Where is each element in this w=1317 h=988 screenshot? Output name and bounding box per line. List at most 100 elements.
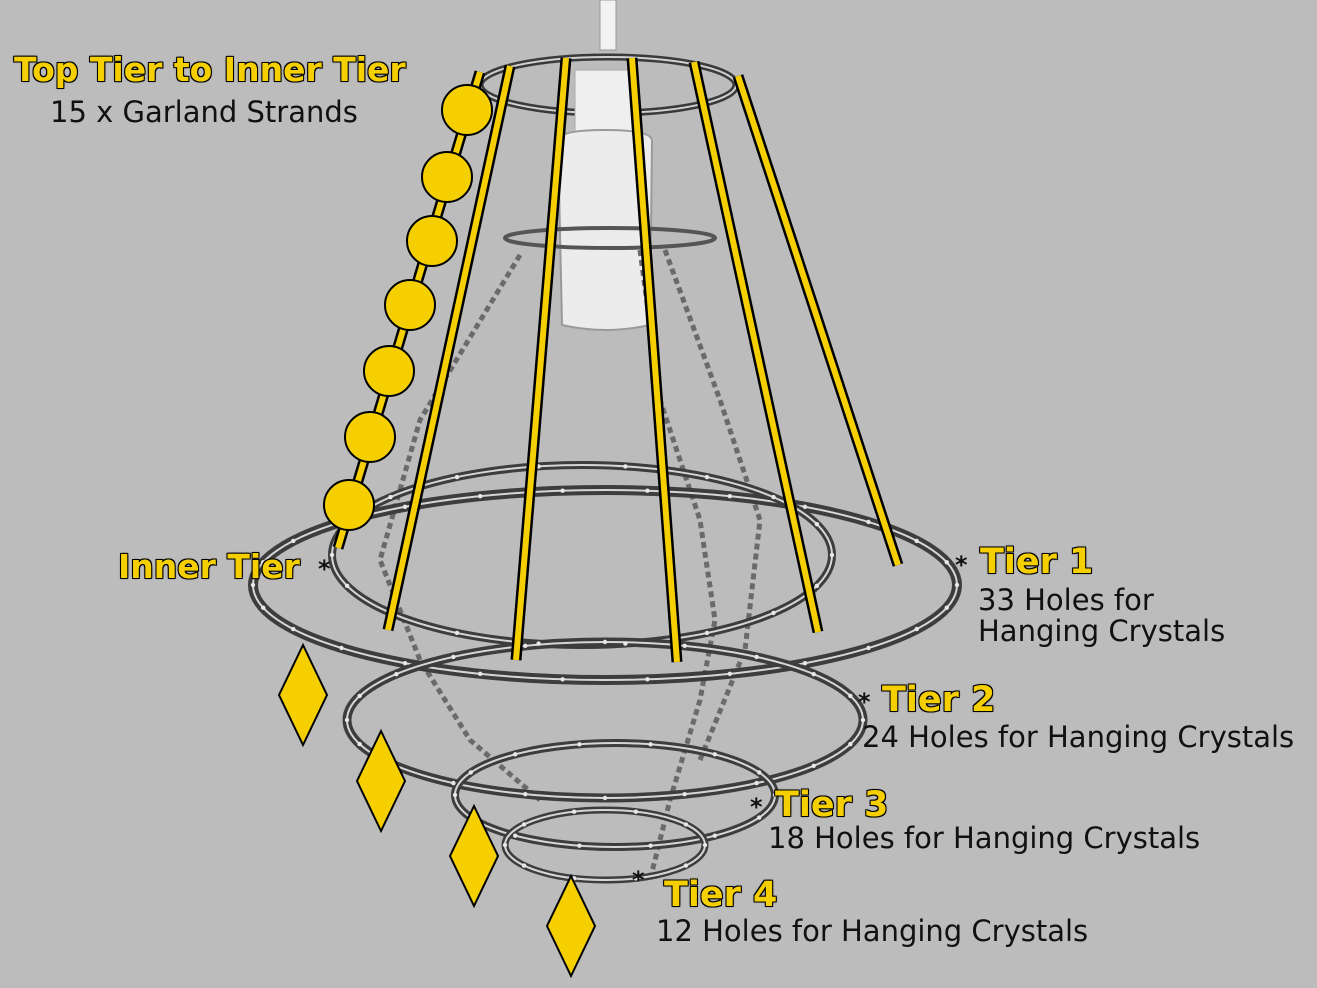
ring-hole	[523, 792, 528, 797]
tier-2-title: Tier 2	[881, 679, 996, 721]
tier-2-subtitle: 24 Holes for Hanging Crystals	[862, 720, 1295, 754]
ring-hole	[261, 605, 266, 610]
tier-3-marker: *	[750, 793, 763, 821]
ring-hole	[712, 833, 717, 838]
tier-2-marker: *	[858, 688, 871, 716]
garland-strand-2	[513, 57, 569, 661]
ring-hole	[468, 770, 473, 775]
ring-hole	[602, 639, 608, 645]
crystal-diamonds	[277, 642, 597, 979]
garland-strand-1	[385, 65, 513, 631]
ring-hole	[602, 795, 608, 801]
ring-hole	[771, 494, 776, 500]
ring-hole	[291, 538, 296, 544]
ring-hole	[811, 672, 816, 677]
crystal-diamond	[448, 803, 500, 909]
ring-hole	[454, 474, 460, 480]
ring-hole	[954, 582, 960, 588]
tier-1-title: Tier 1	[979, 541, 1094, 583]
ring-hole	[577, 843, 582, 848]
ring-hole	[727, 671, 732, 676]
ring-hole	[727, 494, 732, 499]
ring-hole	[502, 842, 508, 848]
ring-hole	[648, 742, 653, 747]
ring-hole	[811, 763, 816, 768]
tier-4-marker: *	[632, 866, 645, 894]
chains	[377, 249, 763, 881]
ring-holes	[250, 464, 960, 881]
bulb-holder	[503, 69, 717, 331]
ring-hole	[944, 560, 949, 565]
ring-hole	[577, 742, 582, 747]
ring-hole	[478, 494, 483, 499]
garland-strand-4	[691, 61, 821, 633]
inner-tier-marker: *	[318, 555, 331, 583]
ring-hole	[772, 792, 778, 798]
ring-hole	[814, 522, 820, 527]
ring-hole	[633, 809, 639, 814]
garland-strand-5	[735, 75, 901, 566]
tier-1-marker: *	[955, 551, 968, 579]
ring-hole	[771, 610, 776, 616]
beaded-garland	[323, 70, 493, 550]
ring-hole	[261, 560, 266, 565]
ring-hole	[633, 876, 639, 881]
ring-hole	[521, 822, 527, 827]
ring-hole	[829, 552, 835, 558]
tier-4-title: Tier 4	[663, 874, 778, 916]
ring-hole	[623, 464, 628, 469]
ring-hole	[682, 643, 687, 648]
garland-bead	[363, 345, 415, 397]
ring-hole	[357, 741, 362, 747]
garland-bead	[441, 84, 493, 136]
tier-1-subtitle-line2: Hanging Crystals	[978, 614, 1226, 648]
ring-hole	[848, 741, 853, 747]
ring-hole	[571, 809, 577, 814]
ring-hole	[291, 626, 296, 632]
tier-3-title: Tier 3	[774, 784, 889, 826]
ring-hole	[648, 843, 653, 848]
ring-hole	[682, 792, 687, 797]
crystal-diamond	[277, 642, 329, 748]
garland-bead	[421, 151, 473, 203]
top-tier-title: Top Tier to Inner Tier	[13, 49, 406, 90]
ring-hole	[683, 822, 689, 827]
garland-bead	[406, 215, 458, 267]
ring-hole	[402, 504, 408, 509]
ring-hole	[866, 645, 871, 651]
ring-hole	[394, 672, 399, 677]
tier-3-subtitle: 18 Holes for Hanging Crystals	[768, 821, 1201, 855]
ring-hole	[250, 582, 256, 588]
ring-hole	[623, 641, 628, 646]
ring-hole	[754, 780, 759, 786]
ring-hole	[344, 717, 350, 723]
tier-4-subtitle: 12 Holes for Hanging Crystals	[656, 914, 1089, 948]
ring-hole	[339, 645, 344, 651]
ring-hole	[560, 677, 565, 682]
tier-1-subtitle-line1: 33 Holes for	[978, 583, 1154, 617]
ring-hole	[451, 654, 456, 660]
crystal-diamond	[545, 873, 597, 979]
ring-hole	[866, 519, 871, 525]
ring-hole	[402, 661, 408, 666]
ring-hole	[560, 488, 565, 493]
ring-hole	[914, 626, 919, 632]
ring-hole	[536, 641, 541, 646]
ring-hole	[454, 630, 460, 636]
ring-hole	[645, 677, 650, 682]
ring-hole	[757, 815, 762, 820]
ring-hole	[802, 504, 808, 509]
inner-tier-title: Inner Tier	[117, 546, 300, 587]
ring-hole	[712, 752, 717, 757]
ring-hole	[388, 494, 393, 500]
tier-2-ring	[342, 637, 868, 803]
ring-hole	[848, 693, 853, 699]
ring-hole	[521, 863, 527, 868]
garland-bead	[323, 479, 375, 531]
ring-hole	[702, 842, 708, 848]
ring-hole	[451, 780, 456, 786]
ring-hole	[452, 792, 458, 798]
garland-bead	[344, 411, 396, 463]
ring-hole	[645, 488, 650, 493]
hanging-cord	[599, 0, 617, 51]
